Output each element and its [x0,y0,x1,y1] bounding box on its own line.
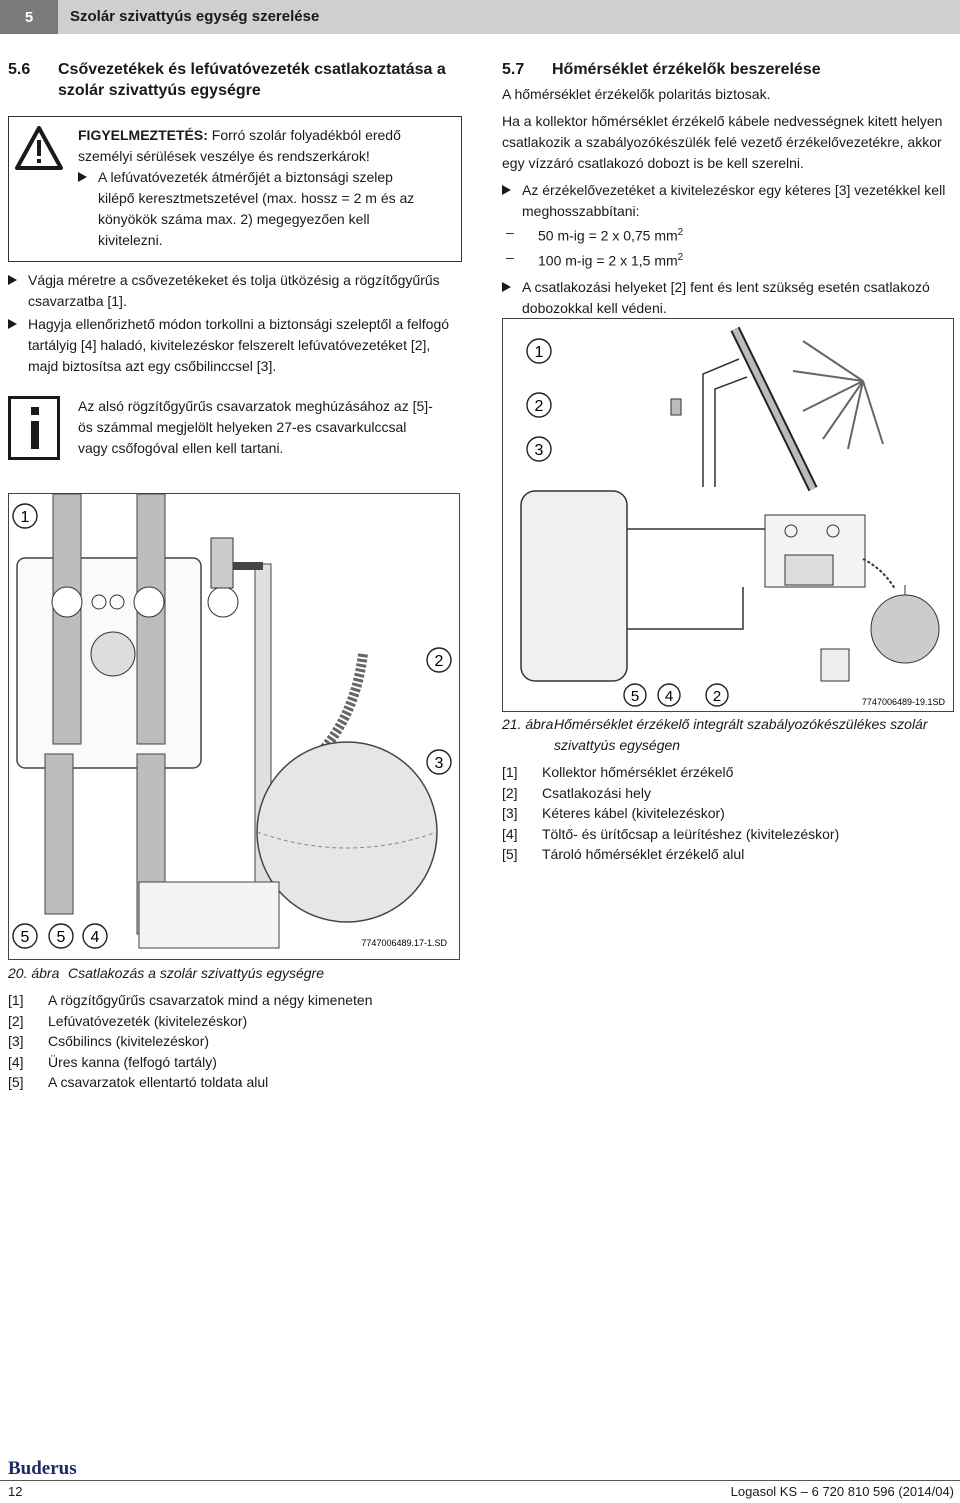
figure-21-frame: 1 2 3 5 4 [502,318,954,712]
thermometer-gauge-right [133,586,165,618]
section-5-6-bullets: Vágja méretre a csővezetékeket és tolja … [8,270,468,377]
warning-triangle-icon [15,126,63,170]
sun-rays-icon [792,340,884,450]
page-number: 12 [8,1484,23,1499]
svg-text:1: 1 [535,344,544,361]
callout-4: 4 [657,683,681,707]
callout-5b: 5 [48,923,74,949]
callout-5a: 5 [12,923,38,949]
figure-21-code: 7747006489-19.1SD [862,697,946,707]
document-id: Logasol KS – 6 720 810 596 (2014/04) [730,1484,954,1499]
warning-text: FIGYELMEZTETÉS: Forró szolár folyadékból… [78,125,458,251]
warning-box [8,116,462,262]
svg-text:3: 3 [535,442,544,459]
info-icon [8,396,60,460]
svg-text:2: 2 [435,653,444,670]
callout-2b: 2 [705,683,729,707]
footer-rule [0,1480,960,1481]
info-text: Az alsó rögzítőgyűrűs csavarzatok meghúz… [78,398,433,456]
svg-text:5: 5 [57,929,66,946]
solar-collector [730,326,818,492]
blow-off-pipe [254,563,272,937]
figure-21-diagram: 1 2 3 5 4 [520,326,946,707]
callout-1: 1 [526,338,552,364]
callout-4: 4 [82,923,108,949]
svg-text:3: 3 [435,755,444,772]
bullet-cut-pipes: Vágja méretre a csővezetékeket és tolja … [8,270,468,312]
expansion-vessel [256,741,438,923]
svg-text:5: 5 [21,929,30,946]
svg-text:4: 4 [91,929,100,946]
figure-20-code: 7747006489.17-1.SD [361,938,447,948]
callout-2: 2 [526,392,552,418]
collection-canister [138,881,280,949]
callout-3: 3 [526,436,552,462]
svg-text:2: 2 [713,688,721,705]
svg-text:2: 2 [535,398,544,415]
svg-text:5: 5 [631,688,639,705]
bullet-blowoff-line: Hagyja ellenőrizhető módon torkollni a b… [8,314,468,377]
figure-21-legend: [1]Kollektor hőmérséklet érzékelő [2]Csa… [502,764,840,862]
chapter-number: 5 [0,0,58,34]
storage-tank [520,490,628,682]
brand-logo: Buderus [8,1458,77,1479]
safety-valve [210,537,234,589]
pump [90,631,136,677]
figure-20-frame: 1 2 3 5 5 4 7747006489.17-1.SD [8,493,460,960]
figure-21-caption: 21. ábraHőmérséklet érzékelő integrált s… [502,716,928,753]
expansion-vessel [870,594,940,664]
svg-text:1: 1 [21,509,30,526]
chapter-header [0,0,960,34]
callout-3: 3 [426,749,452,775]
chapter-title: Szolár szivattyús egység szerelése [70,8,320,25]
callout-1: 1 [12,503,38,529]
callout-5: 5 [623,683,647,707]
connection-point [670,398,682,416]
svg-text:4: 4 [665,688,673,705]
thermometer-gauge-left [51,586,83,618]
controller [784,554,834,586]
figure-20-legend: [1]A rögzítőgyűrűs csavarzatok mind a né… [8,992,373,1090]
pressure-gauge [207,586,239,618]
figure-20-diagram: 1 2 3 5 5 4 7747006489.17-1.SD [12,493,452,949]
canister [820,648,850,682]
callout-2: 2 [426,647,452,673]
